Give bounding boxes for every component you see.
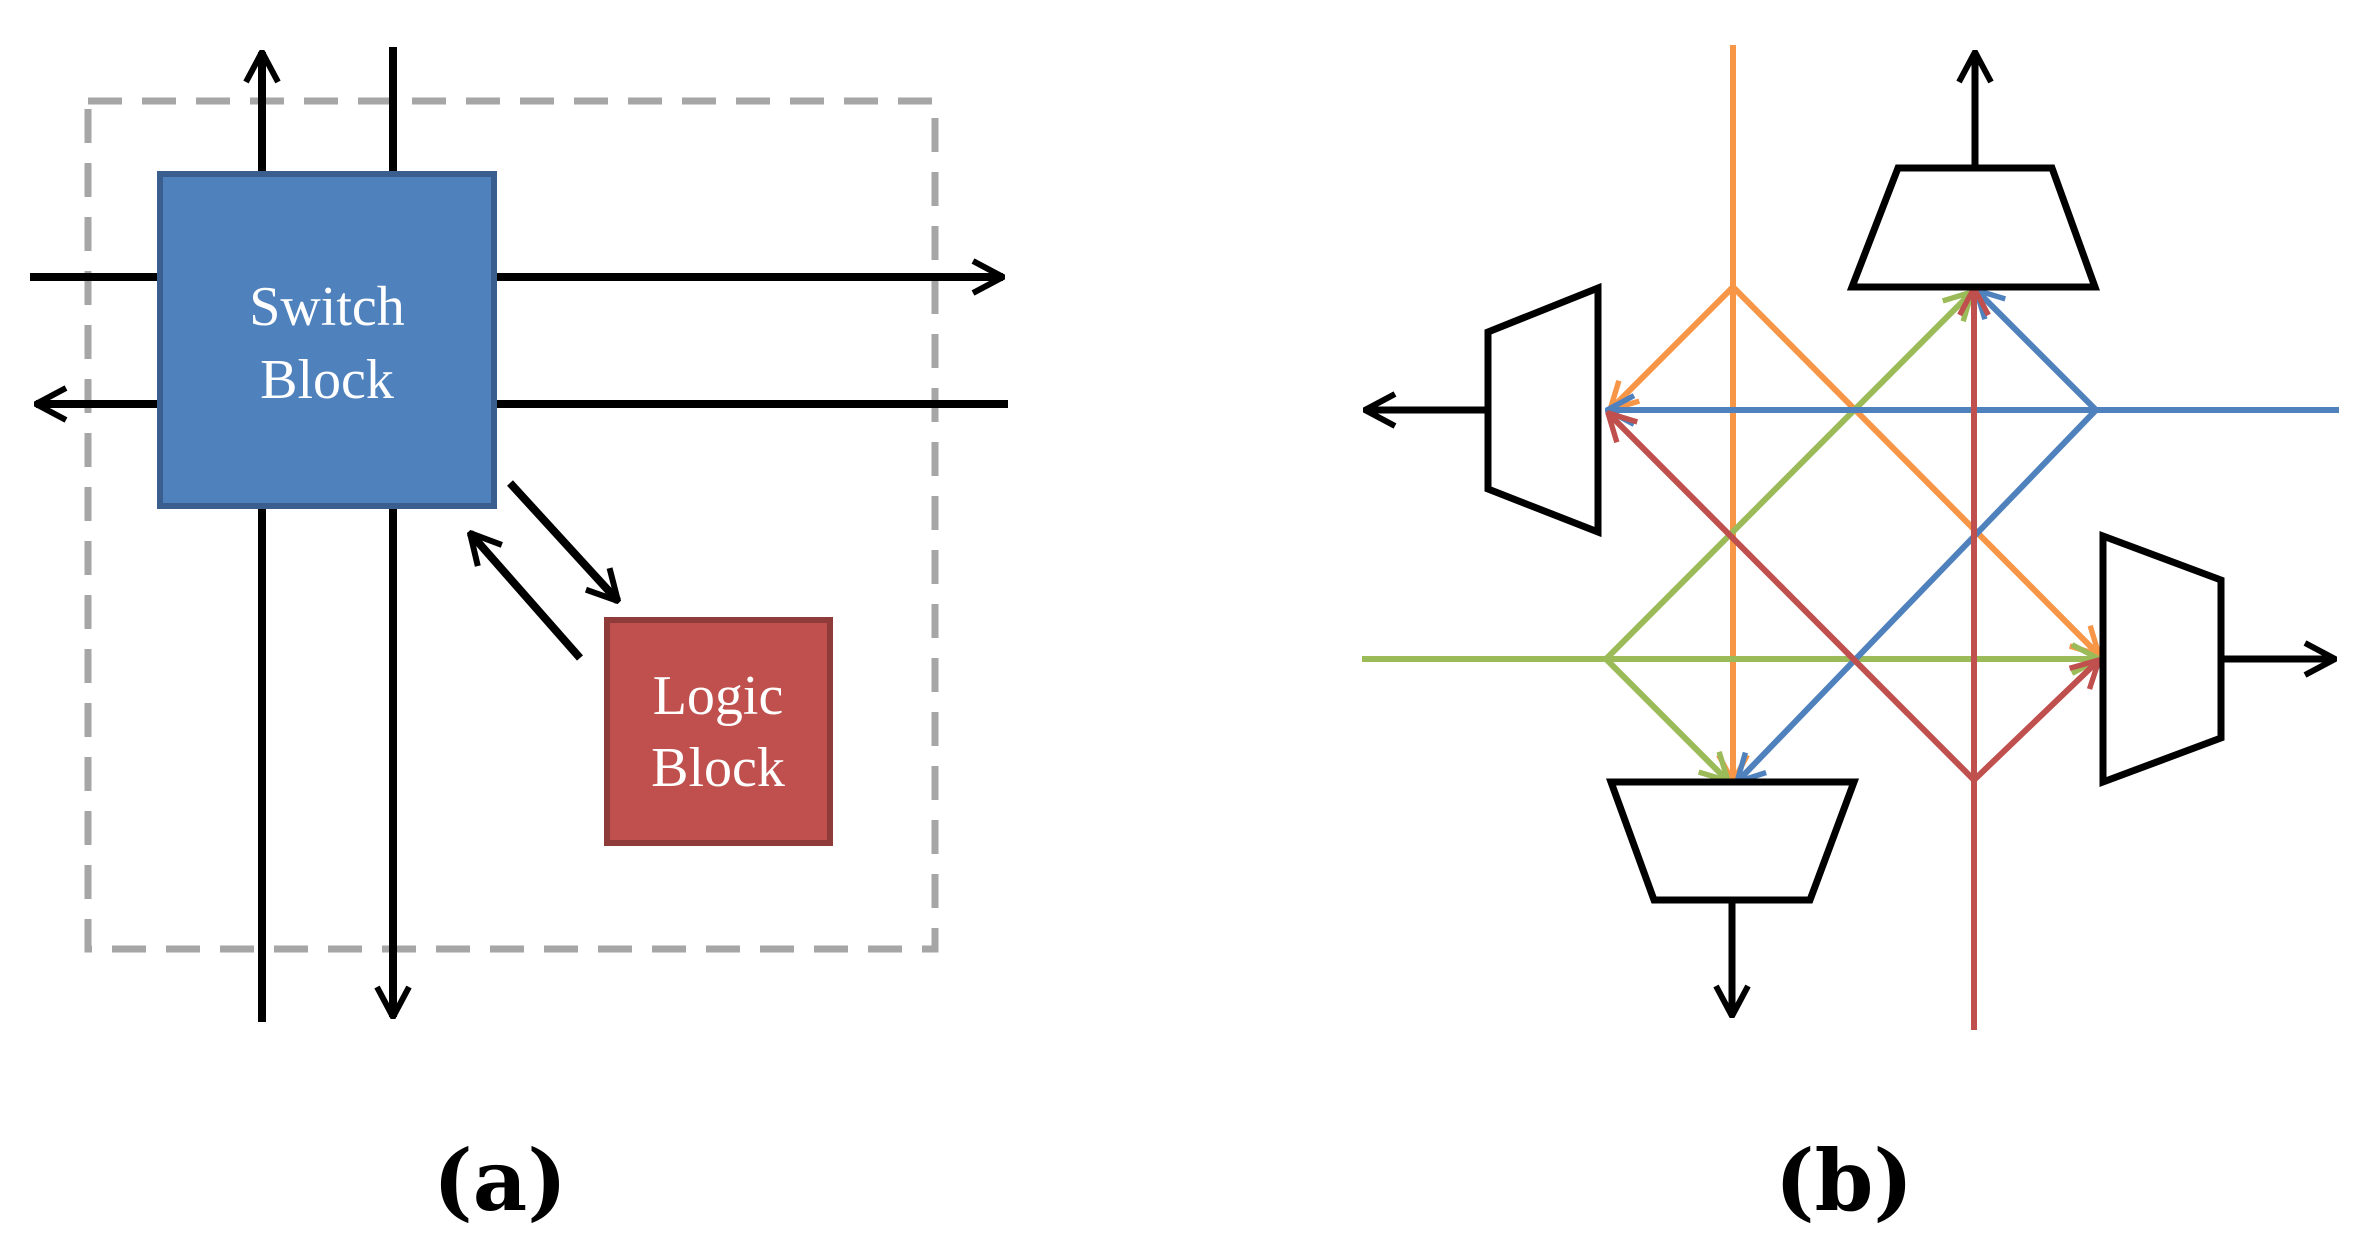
caption-a: (a) [433,1131,567,1230]
logic-block [604,617,833,846]
mux-bottom [1605,778,1860,904]
logic-block-label-line2: Block [651,737,785,799]
caption-b: (b) [1775,1131,1913,1230]
switch-to-logic-arrow [507,480,618,601]
switch-block-label-line2: Block [260,349,394,411]
mux-right [2099,530,2225,788]
orange-to-right-mux [1730,284,2099,655]
red-to-left-mux [1608,413,1977,783]
switch-block [157,171,497,509]
orange-to-left-mux [1610,284,1736,410]
panel-a: Switch Block Logic Block (a) [30,47,1008,1230]
red-routes [1608,288,2099,1030]
blue-to-bottom-mux [1737,407,2099,782]
tile-boundary-dashed [84,97,939,953]
panel-b: (b) [1362,45,2339,1230]
logic-to-switch-arrow [470,533,584,661]
green-to-bottom-mux [1603,656,1728,781]
mux-left [1484,282,1602,538]
red-to-right-mux [1971,660,2099,783]
blue-to-top-mux [1976,290,2099,413]
logic-block-label-line1: Logic [653,665,784,727]
mux-top [1846,164,2100,291]
switch-block-label-line1: Switch [249,276,405,338]
green-to-top-mux [1603,292,1972,662]
